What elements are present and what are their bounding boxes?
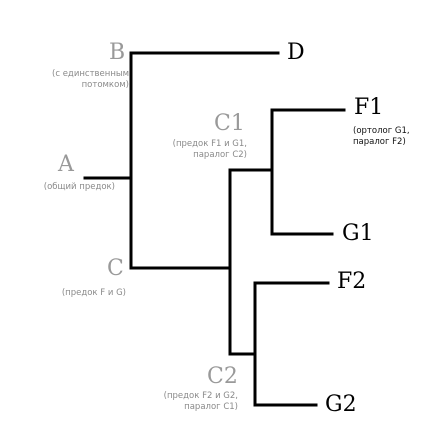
leaf-d-label: D bbox=[287, 40, 305, 65]
node-a-note: (общий предок) bbox=[44, 182, 115, 193]
node-c1-label: C1 bbox=[214, 111, 245, 136]
leaf-f1-label: F1 bbox=[354, 95, 384, 120]
node-a-note-line: (общий предок) bbox=[43, 182, 115, 192]
leaf-f1-note-line-2: паралог F2) bbox=[353, 137, 406, 147]
node-c1-note-line-2: паралог C2) bbox=[193, 150, 247, 160]
node-b-label: B bbox=[109, 40, 126, 65]
node-c-label: C bbox=[107, 256, 124, 281]
leaf-f2-label: F2 bbox=[337, 269, 367, 294]
node-c2-note-line-2: паралог C1) bbox=[184, 402, 238, 412]
node-b-note-line-1: (с единственным bbox=[52, 69, 129, 79]
node-c-note-line: (предок F и G) bbox=[61, 288, 126, 298]
node-b-note-line-2: потомком) bbox=[81, 80, 129, 90]
leaf-f1-note: (ортолог G1, паралог F2) bbox=[353, 126, 410, 148]
leaf-g1-label: G1 bbox=[342, 221, 374, 246]
node-c1-note-line-1: (предок F1 и G1, bbox=[172, 139, 247, 149]
node-a-label: A bbox=[58, 152, 74, 177]
node-c2-note: (предок F2 и G2, паралог C1) bbox=[164, 391, 238, 413]
leaf-f1-note-line-1: (ортолог G1, bbox=[353, 126, 410, 136]
node-c2-note-line-1: (предок F2 и G2, bbox=[163, 391, 238, 401]
node-b-note: (с единственным потомком) bbox=[52, 69, 129, 91]
node-c2-label: C2 bbox=[207, 364, 238, 389]
node-c1-note: (предок F1 и G1, паралог C2) bbox=[173, 139, 247, 161]
node-c-note: (предок F и G) bbox=[62, 288, 126, 299]
leaf-g2-label: G2 bbox=[325, 392, 357, 417]
